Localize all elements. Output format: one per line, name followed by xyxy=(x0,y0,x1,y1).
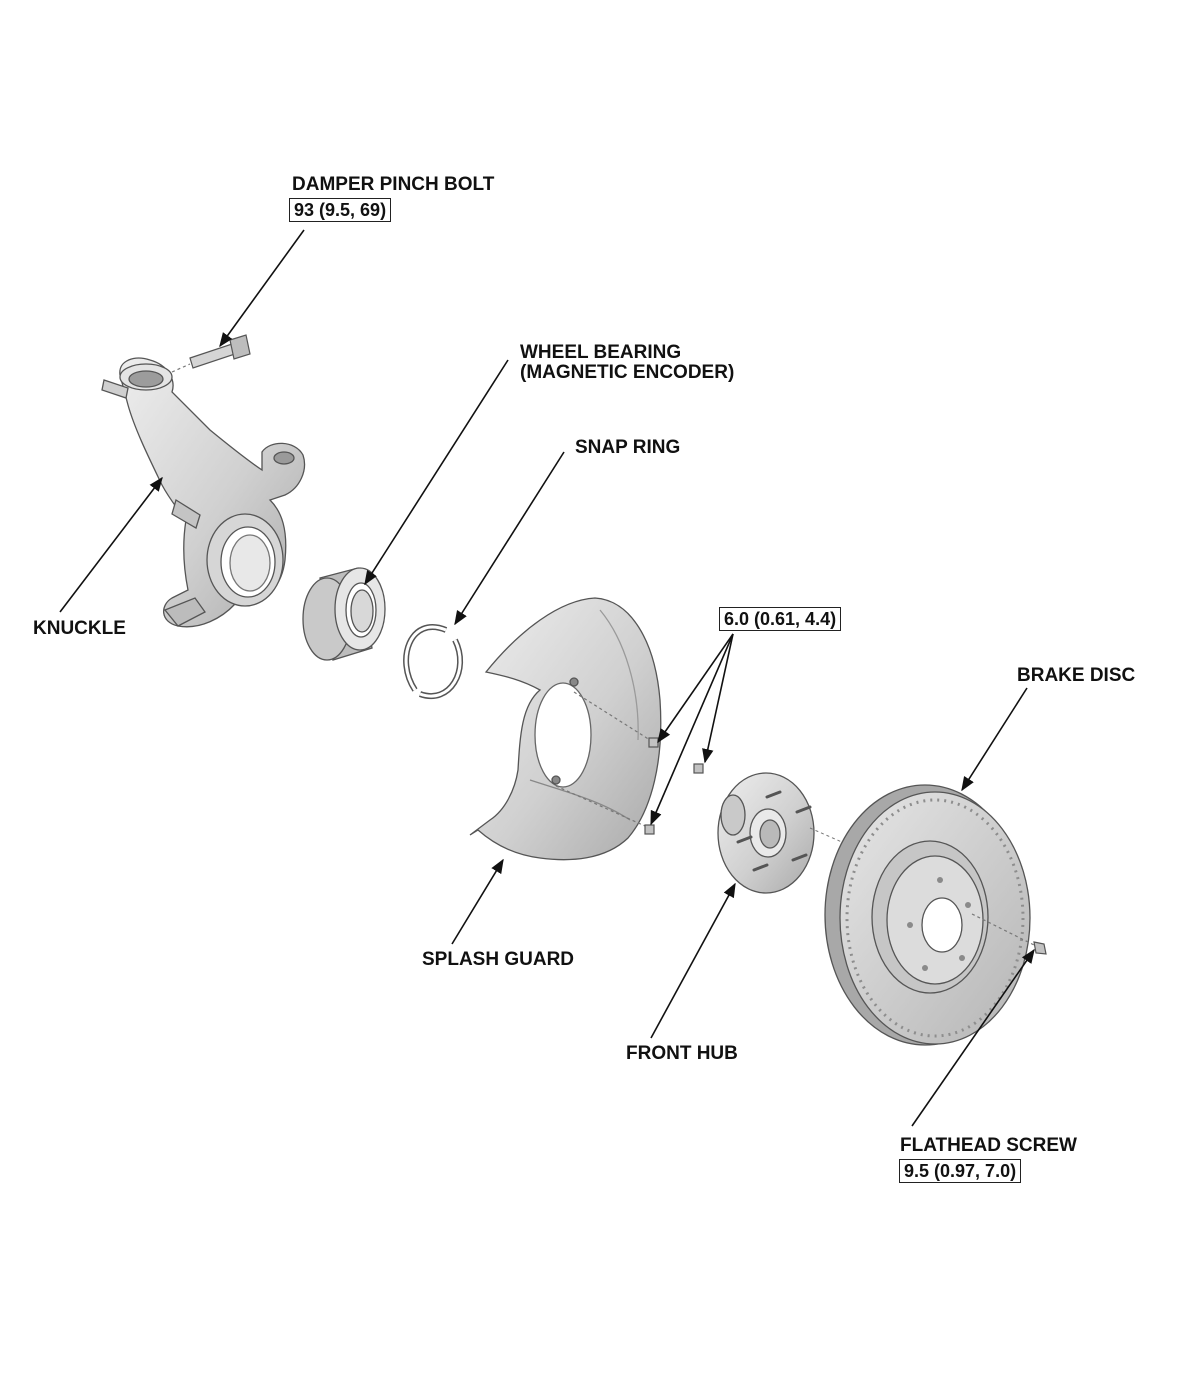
knuckle-part xyxy=(101,357,306,628)
front-hub-label: FRONT HUB xyxy=(626,1043,738,1064)
leader-wheel-bearing xyxy=(364,359,509,586)
leader-guard-bolt-2 xyxy=(702,633,734,764)
brake-disc-label: BRAKE DISC xyxy=(1017,665,1136,686)
leader-guard-bolt-1 xyxy=(657,633,734,744)
damper-pinch-bolt-label: DAMPER PINCH BOLT xyxy=(292,174,495,195)
damper-pinch-bolt-part xyxy=(171,334,251,373)
leader-splash-guard xyxy=(451,858,504,945)
splash-guard-bolts xyxy=(555,691,704,835)
front-hub-part xyxy=(717,772,861,894)
splash-guard-label: SPLASH GUARD xyxy=(422,949,575,970)
leader-brake-disc xyxy=(961,687,1028,792)
wheel-bearing-label: WHEEL BEARING xyxy=(520,342,682,363)
flathead-screw-part xyxy=(971,913,1047,955)
damper-pinch-bolt-torque: 93 (9.5, 69) xyxy=(289,198,392,222)
splash-guard-part xyxy=(469,597,662,861)
knuckle-label: KNUCKLE xyxy=(33,618,126,639)
brake-disc-part xyxy=(824,784,1031,1046)
leader-guard-bolt-3 xyxy=(650,633,734,826)
leader-front-hub xyxy=(650,882,736,1039)
leader-lines xyxy=(59,229,1035,1127)
snap-ring-part xyxy=(403,624,463,699)
wheel-bearing-part xyxy=(302,567,386,661)
leader-knuckle xyxy=(59,476,163,613)
wheel-bearing-sublabel: (MAGNETIC ENCODER) xyxy=(520,362,735,383)
leader-snap-ring xyxy=(454,451,565,626)
leader-flathead-screw xyxy=(911,948,1035,1127)
leader-damper-pinch-bolt xyxy=(219,229,305,348)
flathead-screw-label: FLATHEAD SCREW xyxy=(900,1135,1077,1156)
flathead-screw-torque: 9.5 (0.97, 7.0) xyxy=(899,1159,1022,1183)
snap-ring-label: SNAP RING xyxy=(575,437,681,458)
splash-guard-bolt-torque: 6.0 (0.61, 4.4) xyxy=(719,607,842,631)
